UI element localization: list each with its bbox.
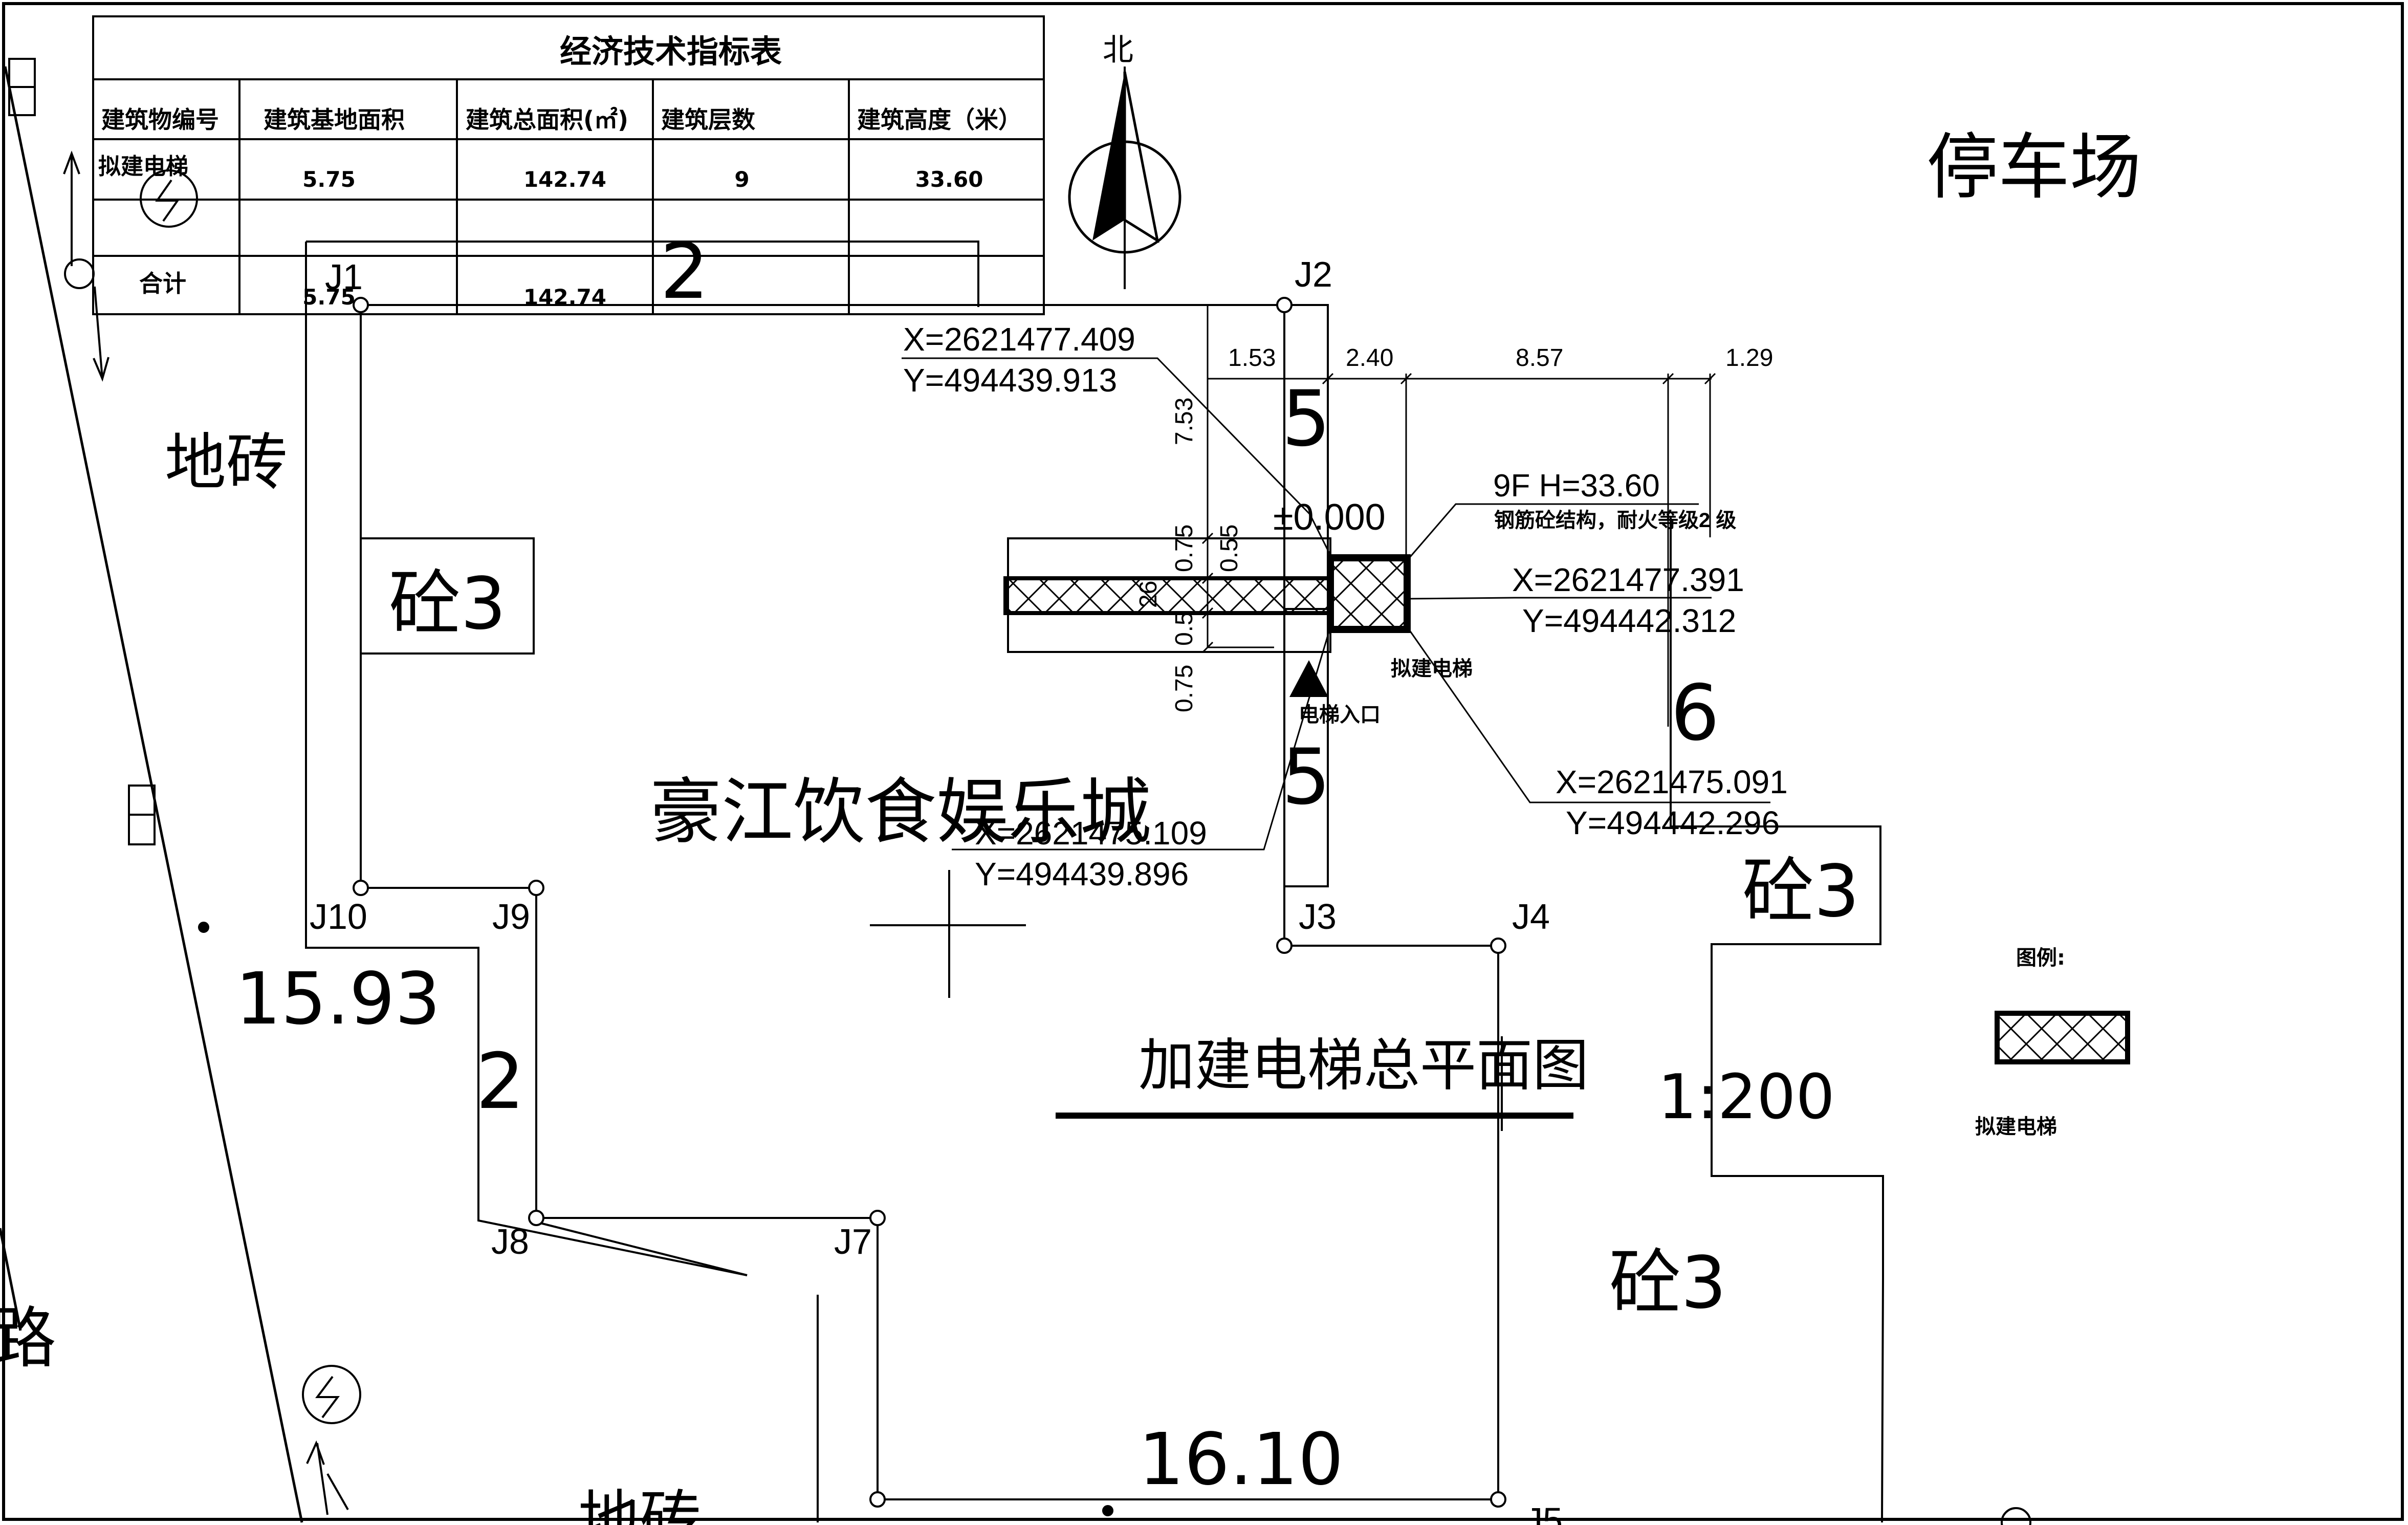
drawing-title: 加建电梯总平面图 xyxy=(1139,1033,1589,1098)
legend-item-label: 拟建电梯 xyxy=(1975,1115,2057,1139)
dim-26: 26 xyxy=(1135,581,1162,608)
drawing-scale: 1:200 xyxy=(1658,1062,1835,1133)
concrete-label-right: 砼3 xyxy=(1742,850,1859,933)
distance-bottom: 16.10 xyxy=(1139,1418,1344,1501)
legend-title: 图例: xyxy=(2016,946,2065,970)
coord-4-y: Y=494439.896 xyxy=(975,856,1189,892)
survey-points xyxy=(353,297,1506,1516)
coord-2-y: Y=494442.312 xyxy=(1522,602,1736,639)
header-floors: 建筑层数 xyxy=(661,106,755,134)
indicator-table: 经济技术指标表 建筑物编号 建筑基地面积 建筑总面积(㎡) 建筑层数 建筑高度（… xyxy=(92,15,1045,315)
number-2-left: 2 xyxy=(476,1037,524,1126)
elevation-label: ±0.000 xyxy=(1273,497,1386,538)
number-6: 6 xyxy=(1671,669,1719,758)
point-j10: J10 xyxy=(310,897,367,936)
coord-1-y: Y=494439.913 xyxy=(903,362,1117,399)
north-arrow: 北 xyxy=(1068,32,1181,289)
tile-label-bottom: 地砖 xyxy=(578,1484,701,1525)
parking-label: 停车场 xyxy=(1927,126,2141,209)
dim-1-53: 1.53 xyxy=(1228,344,1276,372)
elevator-entrance-arrow xyxy=(1289,660,1328,697)
table-title: 经济技术指标表 xyxy=(560,33,782,70)
elevator-shaft xyxy=(1327,554,1411,633)
header-height: 建筑高度（米） xyxy=(857,106,1022,134)
row1-total-area: 142.74 xyxy=(523,167,606,192)
point-j4: J4 xyxy=(1512,897,1550,936)
bottom-right-marker xyxy=(2001,1507,2031,1525)
point-j9: J9 xyxy=(492,897,530,936)
coord-3-y: Y=494442.296 xyxy=(1566,804,1780,841)
point-j5: J5 xyxy=(1525,1500,1563,1525)
header-total-area: 建筑总面积(㎡) xyxy=(466,106,628,134)
dim-0-55: 0.55 xyxy=(1216,525,1243,572)
total-name: 合计 xyxy=(139,270,186,297)
point-labels: J1 J2 J3 J4 J5 J7 J8 J9 J10 xyxy=(310,254,1563,1525)
point-j8: J8 xyxy=(491,1222,529,1261)
road-label: 路 xyxy=(0,1299,56,1377)
site-labels: 停车场 地砖 地砖 路 豪江饮食娱乐城 砼3 砼3 砼3 2 2 5 5 6 1… xyxy=(0,126,2141,1525)
coord-4-x: X=2621475.109 xyxy=(975,815,1207,852)
total-base-area: 5.75 xyxy=(302,285,356,310)
concrete-label-bottom: 砼3 xyxy=(1609,1241,1726,1325)
elevator-label: 拟建电梯 xyxy=(1391,658,1473,680)
structure-label: 钢筋砼结构，耐火等级2 级 xyxy=(1494,509,1736,532)
dim-1-29: 1.29 xyxy=(1725,344,1773,372)
elevator-entrance-label: 电梯入口 xyxy=(1299,704,1381,726)
number-5-top: 5 xyxy=(1282,375,1330,464)
coord-2-x: X=2621477.391 xyxy=(1512,561,1744,598)
row1-height: 33.60 xyxy=(915,167,983,192)
distance-left: 15.93 xyxy=(235,957,441,1041)
dim-0-5: 0.5 xyxy=(1171,612,1198,646)
dimension-values: 1.53 2.40 8.57 1.29 7.53 0.75 0.55 26 0.… xyxy=(1135,344,1773,712)
restaurant-label: 豪江饮食娱乐城 xyxy=(650,771,1151,854)
tile-label-top: 地砖 xyxy=(165,427,288,498)
row1-name: 拟建电梯 xyxy=(98,154,188,180)
point-j2: J2 xyxy=(1295,254,1332,294)
point-j1: J1 xyxy=(325,257,363,297)
coord-1-x: X=2621477.409 xyxy=(903,321,1135,358)
drawing-title-block: 加建电梯总平面图 1:200 xyxy=(1056,1033,1835,1133)
dim-0-75-top: 0.75 xyxy=(1171,525,1198,572)
point-j7: J7 xyxy=(834,1222,872,1261)
dim-2-40: 2.40 xyxy=(1346,344,1393,372)
row1-floors: 9 xyxy=(734,167,749,192)
coordinate-labels: X=2621477.409 Y=494439.913 X=2621477.391… xyxy=(903,321,1788,892)
header-building-no: 建筑物编号 xyxy=(101,106,219,134)
legend-hatch-swatch xyxy=(1995,1011,2130,1064)
road-symbols xyxy=(8,58,361,1515)
legend: 图例: 拟建电梯 xyxy=(1975,946,2130,1139)
row1-base-area: 5.75 xyxy=(302,167,356,192)
dim-0-75-bottom: 0.75 xyxy=(1171,665,1198,712)
elevator-corridor xyxy=(1003,537,1332,653)
header-base-area: 建筑基地面积 xyxy=(264,106,405,134)
storey-height-label: 9F H=33.60 xyxy=(1493,468,1660,504)
point-j3: J3 xyxy=(1299,897,1337,936)
dimension-lines xyxy=(1201,305,1716,727)
elevator-annotations: 9F H=33.60 钢筋砼结构，耐火等级2 级 ±0.000 拟建电梯 电梯入… xyxy=(1273,468,1736,726)
dim-8-57: 8.57 xyxy=(1516,344,1563,372)
number-2-top: 2 xyxy=(660,227,709,316)
coord-3-x: X=2621475.091 xyxy=(1556,764,1788,800)
dim-7-53: 7.53 xyxy=(1171,398,1198,445)
concrete-label-left: 砼3 xyxy=(389,562,506,646)
number-5-bottom: 5 xyxy=(1282,733,1330,822)
coordinate-leaders xyxy=(902,357,1770,851)
north-label: 北 xyxy=(1103,32,1133,68)
